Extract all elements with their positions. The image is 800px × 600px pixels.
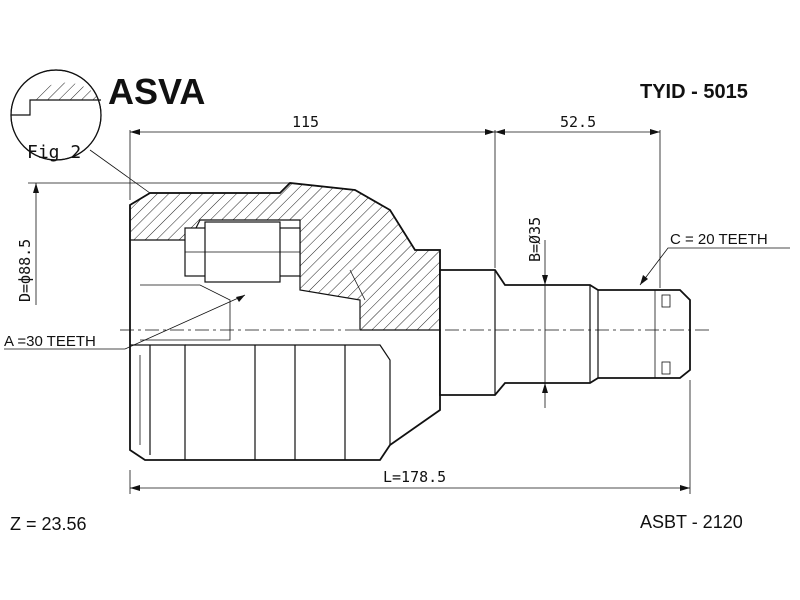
dim-b-text: B=Ø35 [526,217,544,262]
dim-total-length: L=178.5 [129,380,691,494]
teeth-a: A =30 TEETH [4,294,246,350]
housing-body [129,182,441,461]
dim-d-text: D=ф88.5 [16,239,34,302]
dim-115-text: 115 [292,113,319,131]
teeth-c-text: C = 20 TEETH [670,231,768,248]
dim-52-5-text: 52.5 [560,113,596,131]
shaft [439,269,691,396]
teeth-a-text: A =30 TEETH [4,333,96,350]
teeth-c: C = 20 TEETH [639,231,790,286]
fig-label: Fig 2 [27,142,81,163]
part-number: TYID - 5015 [640,81,748,103]
dim-b: B=Ø35 [526,217,548,408]
dim-d: D=ф88.5 [16,182,290,305]
cross-reference: ASBT - 2120 [640,512,743,532]
dim-115: 115 [129,113,496,268]
fig-callout: Fig 2 [10,69,298,302]
dim-52-5: 52.5 [495,113,661,288]
total-length-text: L=178.5 [383,468,446,486]
brand-title: ASVA [108,71,205,112]
z-label: Z = 23.56 [10,514,87,534]
